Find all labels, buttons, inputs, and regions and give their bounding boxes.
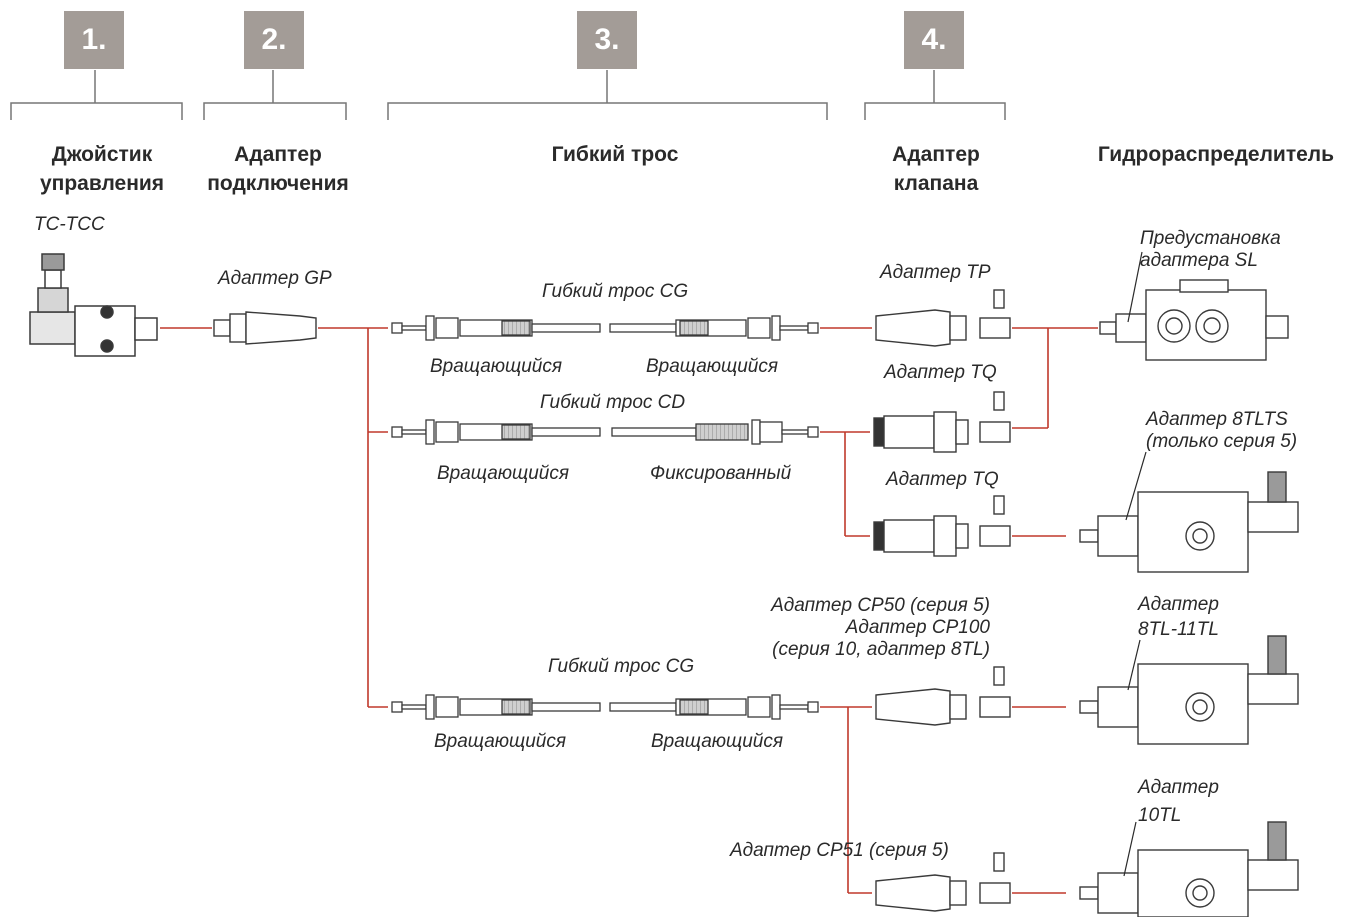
label-adapter-tq-1: Адаптер TQ <box>884 362 997 383</box>
valve-adapters-drawing <box>873 289 1011 912</box>
label-adapter-cp100-note: (серия 10, адаптер 8TL) <box>772 639 990 660</box>
header-brackets <box>10 70 1006 120</box>
connector-lines <box>160 327 1098 894</box>
header-connection-adapter: Адаптер подключения <box>196 140 360 198</box>
label-adapter-tp: Адаптер TP <box>880 262 991 283</box>
header-joystick-line2: управления <box>39 172 165 195</box>
cable-cd-drawing <box>391 419 819 445</box>
label-preset-sl: Предустановка адаптера SL <box>1140 228 1281 272</box>
header-cable: Гибкий трос <box>551 143 679 166</box>
label-preset-sl-line2: адаптера SL <box>1140 250 1258 271</box>
label-adapter-8tl-11tl: Адаптер 8TL-11TL <box>1138 594 1219 641</box>
distributors-drawing <box>1079 279 1299 917</box>
step-4-label: 4. <box>921 23 947 56</box>
step-1-label: 1. <box>81 23 107 56</box>
header-distributor: Гидрораспределитель <box>1097 143 1335 166</box>
label-cable-cg-top: Гибкий трос CG <box>542 281 689 302</box>
step-3-label: 3. <box>594 23 620 56</box>
label-adapter-cp50: Адаптер CP50 (серия 5) Адаптер CP100 (се… <box>700 595 990 661</box>
header-joystick: Джойстик управления <box>20 140 184 198</box>
label-adapter-tq-2: Адаптер TQ <box>886 469 999 490</box>
header-connection-adapter-line2: подключения <box>207 172 349 195</box>
label-rotating-2a: Вращающийся <box>437 463 569 484</box>
step-4-box: 4. <box>904 11 964 69</box>
label-adapter-8tlts-line1: Адаптер 8TLTS <box>1146 409 1288 430</box>
label-adapter-8tlts-line2: (только серия 5) <box>1146 431 1298 452</box>
label-adapter-cp50-line: Адаптер CP50 (серия 5) <box>771 595 990 616</box>
joystick-drawing <box>29 253 158 357</box>
label-adapter-8tl-line1: Адаптер <box>1138 594 1219 615</box>
label-adapter-10tl-line2: 10TL <box>1138 805 1182 826</box>
label-tc-tcc: TC-TCC <box>34 214 105 235</box>
step-3-box: 3. <box>577 11 637 69</box>
header-valve-adapter-line1: Адаптер <box>892 143 980 166</box>
label-fixed-2b: Фиксированный <box>650 463 792 484</box>
cable-cg-bottom-drawing <box>391 694 819 720</box>
label-rotating-1a: Вращающийся <box>430 356 562 377</box>
cable-cg-top-drawing <box>391 315 819 341</box>
adapter-gp-drawing <box>213 311 317 345</box>
label-preset-sl-line1: Предустановка <box>1140 228 1281 249</box>
label-rotating-3a: Вращающийся <box>434 731 566 752</box>
label-adapter-10tl-line1: Адаптер <box>1138 777 1219 798</box>
label-cable-cg-bottom: Гибкий трос CG <box>548 656 695 677</box>
header-joystick-line1: Джойстик <box>51 143 153 166</box>
label-adapter-8tl-line2: 8TL-11TL <box>1138 619 1219 640</box>
header-connection-adapter-line1: Адаптер <box>234 143 322 166</box>
label-adapter-8tlts: Адаптер 8TLTS (только серия 5) <box>1146 409 1297 453</box>
step-2-label: 2. <box>261 23 287 56</box>
step-1-box: 1. <box>64 11 124 69</box>
step-2-box: 2. <box>244 11 304 69</box>
label-adapter-gp: Адаптер GP <box>218 268 332 289</box>
leader-lines <box>1123 251 1147 877</box>
label-rotating-1b: Вращающийся <box>646 356 778 377</box>
label-adapter-cp51: Адаптер CP51 (серия 5) <box>730 840 949 861</box>
label-adapter-cp100-line: Адаптер CP100 <box>845 617 990 638</box>
label-rotating-3b: Вращающийся <box>651 731 783 752</box>
header-valve-adapter: Адаптер клапана <box>866 140 1006 198</box>
label-adapter-10tl: Адаптер 10TL <box>1138 777 1219 827</box>
header-valve-adapter-line2: клапана <box>893 172 979 195</box>
label-cable-cd: Гибкий трос CD <box>540 392 686 413</box>
